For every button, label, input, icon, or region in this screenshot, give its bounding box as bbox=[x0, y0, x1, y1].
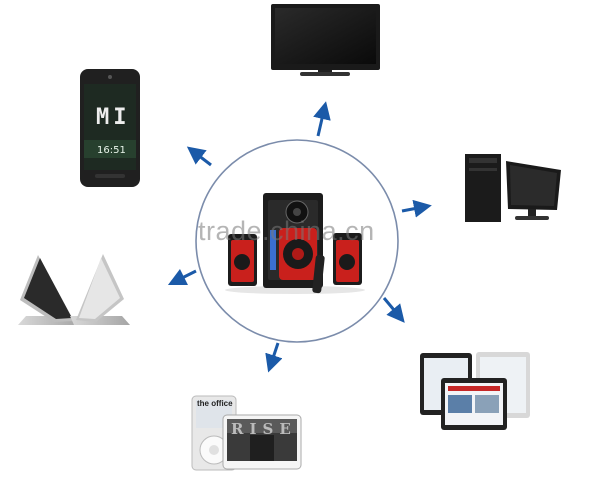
laptop-devices bbox=[18, 254, 130, 325]
mp3-player-devices bbox=[191, 395, 302, 471]
tablet-devices bbox=[420, 352, 530, 430]
pc-device bbox=[465, 154, 561, 222]
connection-ring bbox=[195, 139, 399, 343]
watermark-text: trade.china.cn bbox=[198, 216, 375, 246]
arrow-to-phone bbox=[186, 146, 212, 167]
ipod-screen-label: the office bbox=[197, 399, 233, 408]
arrow-to-tv bbox=[313, 101, 331, 137]
arrow-to-tablets bbox=[382, 297, 405, 323]
player-screen-title: RISE bbox=[231, 420, 297, 438]
phone-clock: 16:51 bbox=[97, 145, 126, 156]
direction-arrows bbox=[167, 101, 432, 373]
speaker-system bbox=[225, 193, 365, 294]
tv-device bbox=[271, 4, 380, 76]
phone-brand-logo: MI bbox=[96, 105, 131, 130]
arrow-to-pc bbox=[401, 199, 432, 218]
arrow-to-laptop bbox=[167, 268, 197, 286]
phone-device bbox=[80, 69, 140, 187]
arrow-to-mp3-player bbox=[265, 342, 283, 373]
